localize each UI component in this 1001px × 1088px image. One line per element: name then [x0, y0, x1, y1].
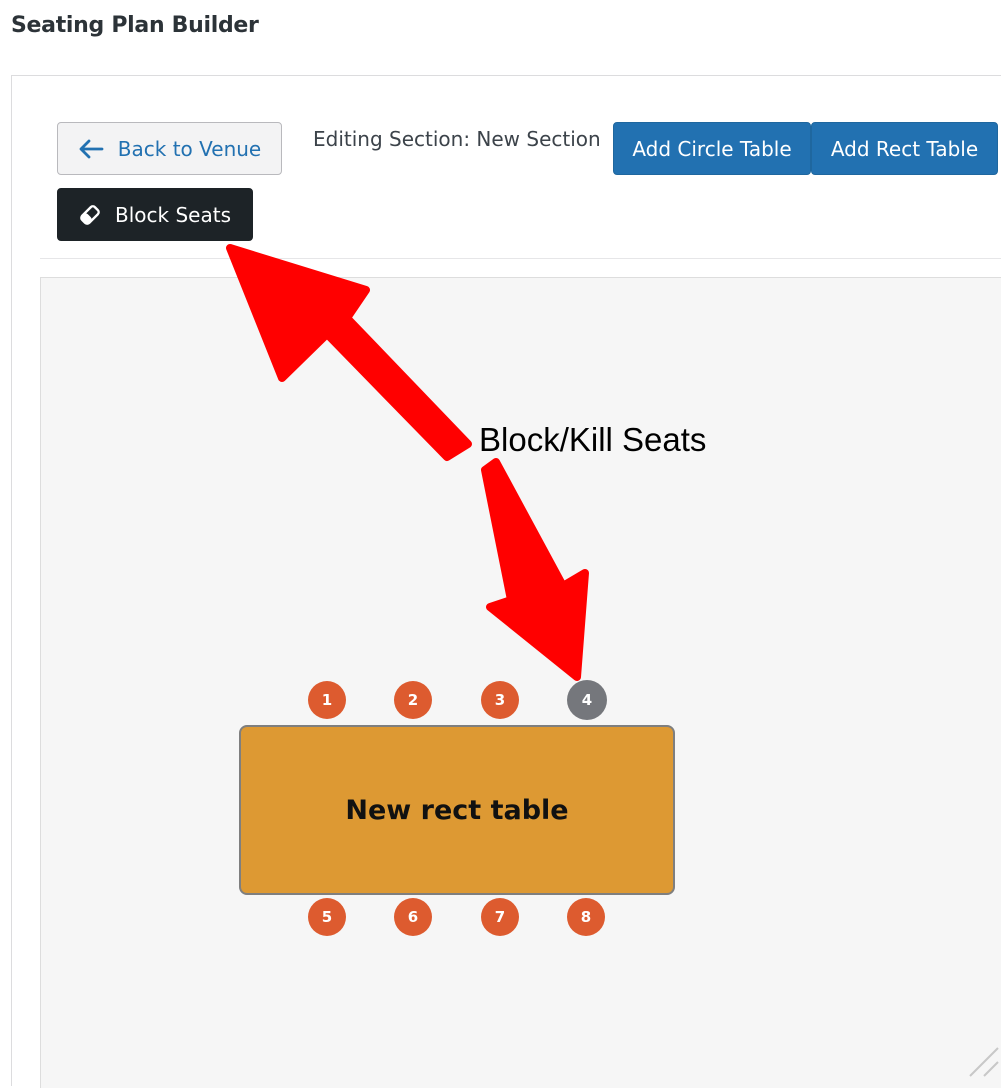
- back-to-venue-label: Back to Venue: [117, 136, 262, 161]
- resize-handle-icon[interactable]: [960, 1038, 1000, 1078]
- page-title: Seating Plan Builder: [11, 13, 259, 38]
- add-circle-table-button[interactable]: Add Circle Table: [613, 122, 811, 175]
- seat-1[interactable]: 1: [308, 681, 346, 719]
- seat-5[interactable]: 5: [308, 898, 346, 936]
- add-rect-table-button[interactable]: Add Rect Table: [811, 122, 998, 175]
- seat-2[interactable]: 2: [394, 681, 432, 719]
- arrow-to-seat-4: [481, 458, 589, 681]
- seat-3[interactable]: 3: [481, 681, 519, 719]
- editing-section-label: Editing Section: New Section: [313, 127, 601, 151]
- annotation-label: Block/Kill Seats: [479, 421, 707, 458]
- eraser-icon: [80, 204, 100, 225]
- back-to-venue-button[interactable]: Back to Venue: [57, 122, 282, 175]
- seat-7[interactable]: 7: [481, 898, 519, 936]
- seat-8[interactable]: 8: [567, 898, 605, 936]
- seat-4-blocked[interactable]: 4: [567, 680, 607, 720]
- block-seats-button[interactable]: Block Seats: [57, 188, 253, 241]
- block-seats-label: Block Seats: [115, 202, 231, 227]
- toolbar-divider: [40, 258, 1001, 259]
- arrow-to-block-button: [226, 244, 472, 461]
- table-label: New rect table: [345, 794, 569, 826]
- seat-6[interactable]: 6: [394, 898, 432, 936]
- seating-canvas[interactable]: [40, 277, 1001, 1088]
- arrow-left-icon: [79, 139, 104, 158]
- rect-table[interactable]: New rect table: [239, 725, 675, 895]
